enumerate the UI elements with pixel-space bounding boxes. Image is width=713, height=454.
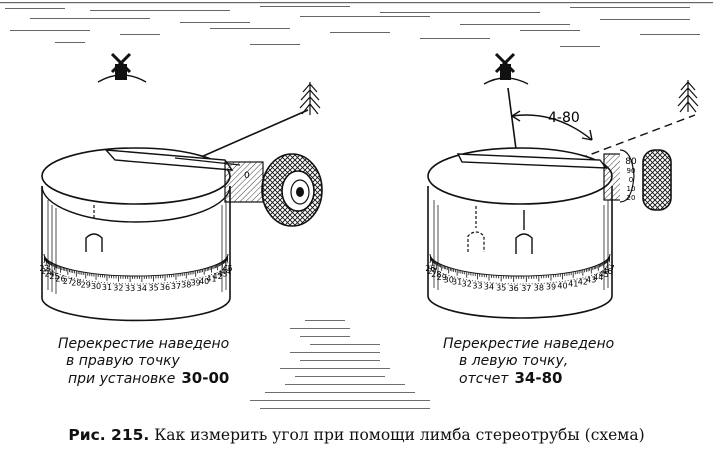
left-scale-label: 32 bbox=[113, 284, 123, 293]
left-scale-label: 38 bbox=[181, 280, 191, 289]
left-scale-label: 43 bbox=[217, 270, 227, 279]
windmill-icon bbox=[97, 52, 147, 83]
right-scale-label: 36 bbox=[509, 284, 519, 293]
right-scale-label: 27 bbox=[427, 267, 437, 276]
fir-tree-icon bbox=[299, 82, 321, 115]
right-caption-line1: Перекрестие наведено bbox=[443, 336, 615, 352]
angle-arc bbox=[511, 110, 593, 141]
sky-texture bbox=[0, 2, 713, 47]
right-scale-label: 40 bbox=[557, 281, 567, 290]
knurled-knob-icon bbox=[261, 153, 323, 227]
figure-caption: Рис. 215. Как измерить угол при помощи л… bbox=[0, 426, 713, 444]
left-scale-label: 27 bbox=[63, 277, 73, 286]
right-knob-label: 80 bbox=[625, 157, 637, 167]
right-scale-label: 31 bbox=[452, 278, 462, 287]
left-scale-label: 34 bbox=[137, 284, 147, 293]
right-caption-line3: отсчет 34-80 bbox=[443, 370, 614, 388]
right-scale-label: 46 bbox=[602, 267, 612, 276]
figure-caption-text: Как измерить угол при помощи лимба стере… bbox=[154, 426, 645, 444]
right-caption-line3-text: отсчет bbox=[459, 371, 509, 387]
left-scale-label: 28 bbox=[71, 279, 81, 288]
left-caption-line3: при установке 30-00 bbox=[58, 370, 229, 388]
left-scale-label: 30 bbox=[91, 282, 101, 291]
left-caption-line1: Перекрестие наведено bbox=[58, 336, 230, 352]
right-scale-label: 26 bbox=[425, 264, 435, 273]
left-scale-label: 31 bbox=[102, 283, 112, 292]
right-scale-label: 32 bbox=[462, 280, 472, 289]
left-scale-label: 24 bbox=[45, 270, 55, 279]
right-scale-label: 29 bbox=[437, 273, 447, 282]
windmill-icon bbox=[483, 52, 529, 85]
left-scale-ticks bbox=[44, 256, 228, 282]
angle-label: 4-80 bbox=[548, 110, 580, 126]
right-caption: Перекрестие наведено в левую точку, отсч… bbox=[443, 336, 614, 388]
left-knob-label: 0 bbox=[244, 171, 250, 181]
figure-number: Рис. 215. bbox=[68, 426, 150, 444]
right-scale-label: 42 bbox=[578, 278, 588, 287]
left-scale-label: 42 bbox=[213, 272, 223, 281]
right-scale-label: 44 bbox=[593, 273, 603, 282]
left-scale-label: 29 bbox=[81, 280, 91, 289]
right-scale-label: 43 bbox=[586, 275, 596, 284]
ground-texture bbox=[250, 320, 430, 409]
left-scale-label: 35 bbox=[149, 284, 159, 293]
left-scale-label: 25 bbox=[49, 272, 59, 281]
right-scale-label: 38 bbox=[534, 284, 544, 293]
left-scale-label: 45 bbox=[222, 264, 232, 273]
right-scale-label: 30 bbox=[444, 275, 454, 284]
right-knob-label: 0 bbox=[629, 176, 633, 184]
left-scale-label: 41 bbox=[206, 275, 216, 284]
right-scale-label: 35 bbox=[496, 284, 506, 293]
left-scale-label: 26 bbox=[55, 275, 65, 284]
left-scale-label: 22 bbox=[39, 264, 49, 273]
right-knob-label: 10 bbox=[627, 185, 636, 193]
right-scale-label: 28 bbox=[431, 270, 441, 279]
right-scale-label: 34 bbox=[484, 283, 494, 292]
right-caption-line2: в левую точку, bbox=[459, 353, 569, 369]
right-scale-label: 41 bbox=[568, 280, 578, 289]
telescope-assembly: 0 bbox=[104, 149, 323, 227]
left-scale-label: 39 bbox=[191, 279, 201, 288]
left-scale-label: 36 bbox=[160, 283, 170, 292]
left-caption-line2: в правую точку bbox=[66, 353, 180, 369]
right-scale-label: 37 bbox=[521, 284, 531, 293]
left-scale-label: 23 bbox=[41, 267, 51, 276]
right-scale-label: 33 bbox=[472, 281, 482, 290]
knurled-knob-icon bbox=[642, 149, 672, 211]
right-scale-ticks bbox=[429, 256, 611, 282]
right-scale-label: 39 bbox=[546, 283, 556, 292]
fir-tree-icon bbox=[677, 80, 699, 113]
left-caption: Перекрестие наведено в правую точку при … bbox=[58, 336, 229, 388]
right-knob-label: 20 bbox=[627, 194, 636, 202]
left-scale-label: 33 bbox=[125, 284, 135, 293]
right-scale-label: 47 bbox=[605, 264, 615, 273]
left-scale-label: 44 bbox=[221, 267, 231, 276]
right-scale-label: 45 bbox=[599, 270, 609, 279]
left-caption-line3-text: при установке bbox=[68, 371, 176, 387]
right-reading-value: 34-80 bbox=[514, 369, 563, 387]
left-setting-value: 30-00 bbox=[181, 369, 230, 387]
left-scale-label: 40 bbox=[199, 277, 209, 286]
left-scale-label: 37 bbox=[171, 282, 181, 291]
right-knob-label: 90 bbox=[627, 167, 636, 175]
